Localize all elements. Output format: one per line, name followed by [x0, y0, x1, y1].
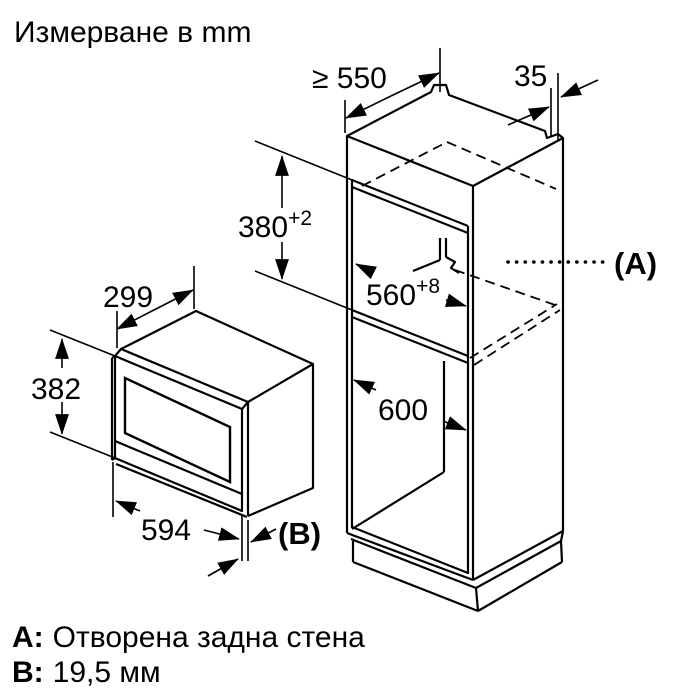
dim-rear-gap: 35 — [514, 60, 547, 93]
dimension-lines — [49, 48, 610, 577]
cabinet-drawing — [345, 83, 565, 613]
dim-microwave-height: 382 — [31, 373, 81, 406]
label-front-gap-b: (B) — [278, 516, 321, 551]
dim-lower-compartment: 600 — [378, 394, 428, 427]
dim-cabinet-depth: ≥ 550 — [312, 62, 387, 95]
label-rear-wall-a: (A) — [614, 246, 657, 281]
dim-microwave-depth: 299 — [103, 281, 153, 314]
legend-item-a: A:Отворена задна стена — [12, 621, 365, 654]
legend: A:Отворена задна стена B:19,5 мм — [12, 621, 365, 689]
dim-microwave-width: 594 — [141, 514, 191, 547]
dim-niche-height: 380+2 — [238, 207, 312, 244]
microwave-drawing — [110, 309, 315, 519]
diagram-title: Измерване в mm — [14, 16, 251, 49]
hidden-edges — [361, 141, 561, 366]
dim-niche-width: 560+8 — [366, 275, 440, 312]
legend-item-b: B:19,5 мм — [12, 656, 161, 689]
